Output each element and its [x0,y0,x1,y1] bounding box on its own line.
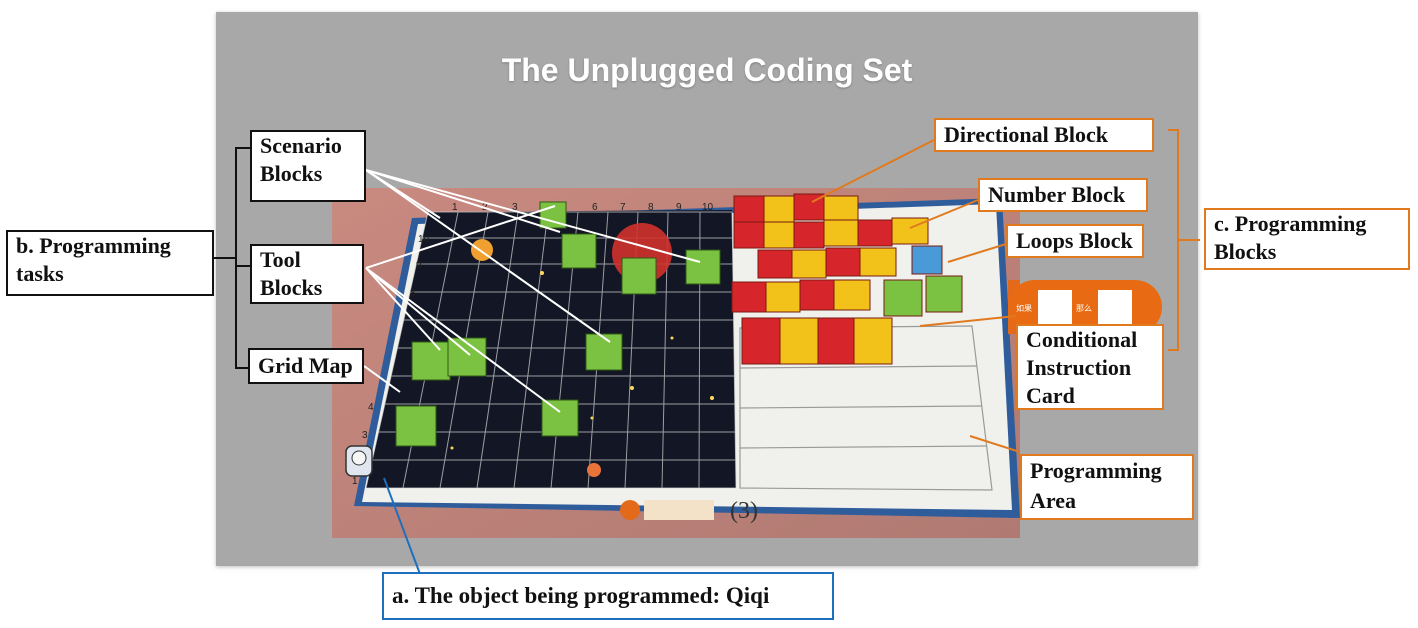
scenario-blocks-label: Scenario Blocks [250,130,366,202]
grid-row-number: 3 [362,430,368,441]
scenario-block [621,257,657,295]
grid-col-number: 10 [702,202,714,213]
scenario-block [685,249,721,285]
grid-col-number: 7 [620,202,626,213]
star-decorations [450,271,714,450]
programming-area-lanes [739,325,993,491]
programming-block-rows [731,193,963,365]
orange-connectors [811,139,1021,453]
programming-area-label: Programming Area [1020,454,1194,520]
grid-map-label: Grid Map [248,348,364,384]
programming-tasks-bracket [214,147,250,369]
card-then-text: 那么 [1076,304,1092,313]
coding-set-photo: 1 2 3 6 7 8 9 10 10 9 8 4 3 2 1 [332,188,1020,538]
programming-blocks-label: c. Programming Blocks [1204,208,1410,270]
grid-col-number: 8 [648,202,654,213]
number-block-label: Number Block [978,178,1148,212]
grid-row-number: 1 [352,476,358,487]
small-planet [587,463,601,477]
scenario-block [541,399,579,437]
loops-block-label: Loops Block [1006,224,1144,258]
grid-blocks [395,201,721,447]
grid-row-number: 9 [416,260,422,271]
object-programmed-label: a. The object being programmed: Qiqi [382,572,834,620]
grid-col-number: 1 [452,202,458,213]
board-page-number: (3) [730,498,758,524]
grid-col-number: 6 [592,202,598,213]
programming-tasks-label: b. Programming tasks [6,230,214,296]
conditional-card-label: Conditional Instruction Card [1016,324,1164,410]
card-if-text: 如果 [1016,303,1032,313]
tool-blocks-label: Tool Blocks [250,244,364,304]
grid-col-number: 3 [512,202,518,213]
board-logo [620,500,714,520]
directional-block-label: Directional Block [934,118,1154,152]
qiqi-figure [345,445,373,477]
programming-blocks-bracket [1168,129,1200,351]
grid-col-number: 9 [676,202,682,213]
slide-title: The Unplugged Coding Set [501,52,913,88]
tool-block [395,405,437,447]
tool-block [447,337,487,377]
grid-row-number: 8 [410,288,416,299]
scenario-block [585,333,623,371]
scenario-block [561,233,597,269]
tool-block [411,341,451,381]
scenario-connectors [365,169,701,343]
grid-row-number: 10 [418,234,430,245]
tool-connectors [365,205,561,413]
conditional-card: 如果 那么 [1008,280,1162,334]
grid-map-connector [363,365,401,393]
qiqi-connector [383,477,421,575]
grid-row-number: 4 [368,402,374,413]
